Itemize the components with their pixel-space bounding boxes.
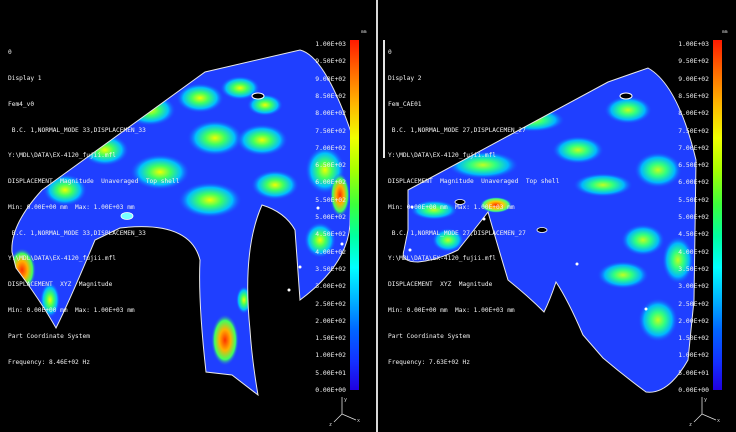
legend-label: 8.50E+02 <box>678 91 709 100</box>
legend-label: 7.00E+02 <box>678 143 709 152</box>
legend-label: 3.50E+02 <box>678 264 709 273</box>
info-line: Frequency: 8.46E+02 Hz <box>8 358 90 366</box>
legend-label: 1.00E+03 <box>678 40 709 48</box>
legend-label: 8.00E+02 <box>315 109 346 118</box>
legend-label: 1.00E+02 <box>315 351 346 360</box>
info-line: DISPLACEMENT XYZ Magnitude <box>388 281 493 289</box>
triad-x-label: x <box>357 418 360 424</box>
info-line: Min: 0.00E+00 mm Max: 1.00E+03 mm <box>388 203 515 211</box>
info-line: Y:\MDL\DATA\EX-4120_fujii.mfl <box>8 152 117 160</box>
legend-label: 2.50E+02 <box>315 299 346 308</box>
legend-label: 3.50E+02 <box>315 264 346 273</box>
info-panel-2: 0 Display 2 Fem_CAE01 B.C. 1,NORMAL_MODE… <box>388 32 559 384</box>
legend-label: 3.00E+02 <box>678 282 709 291</box>
triad-x-label: x <box>717 418 720 424</box>
legend-label: 8.50E+02 <box>315 91 346 100</box>
legend-unit: mm <box>361 30 367 35</box>
info-line: B.C. 1,NORMAL_MODE 33,DISPLACEMEN_33 <box>8 126 146 134</box>
legend-label: 5.00E+02 <box>315 213 346 221</box>
legend-label: 9.50E+02 <box>315 57 346 66</box>
legend-label: 9.50E+02 <box>678 57 709 66</box>
info-line: Min: 0.00E+00 mm Max: 1.00E+03 mm <box>8 307 135 314</box>
legend-label: 6.00E+02 <box>678 178 709 187</box>
info-line: Display 1 <box>8 74 42 82</box>
fem-model-1[interactable] <box>0 0 376 432</box>
info-line: Fem_CAE01 <box>388 100 422 108</box>
legend-label: 7.50E+02 <box>315 126 346 135</box>
legend-label: 4.50E+02 <box>678 230 709 239</box>
color-legend-bar <box>713 40 722 390</box>
coordinate-triad-icon: y x z <box>689 397 720 428</box>
info-line: Frequency: 7.63E+02 Hz <box>388 358 470 366</box>
legend-label: 2.00E+02 <box>678 316 709 325</box>
info-line: Min: 0.00E+00 mm Max: 1.00E+03 mm <box>388 307 515 314</box>
legend-label: 1.50E+02 <box>678 334 709 343</box>
legend-label: 8.00E+02 <box>678 109 709 118</box>
legend-label: 7.00E+02 <box>315 143 346 152</box>
legend-label: 0.00E+00 <box>678 386 709 394</box>
triad-z-label: z <box>689 422 692 428</box>
color-legend-bar <box>350 40 359 390</box>
info-line: Min: 0.00E+00 mm Max: 1.00E+03 mm <box>8 203 135 211</box>
legend-unit: mm <box>722 30 728 35</box>
legend-label: 1.00E+03 <box>315 40 346 48</box>
legend-label: 9.00E+02 <box>678 74 709 83</box>
info-line: Y:\MDL\DATA\EX-4120_fujii.mfl <box>388 152 497 160</box>
viewport-divider[interactable] <box>376 0 378 432</box>
legend-label: 4.00E+02 <box>678 247 709 256</box>
legend-label: 6.50E+02 <box>315 161 346 170</box>
legend-label: 7.50E+02 <box>678 126 709 135</box>
legend-label: 6.00E+02 <box>315 178 346 187</box>
legend-label: 4.50E+02 <box>315 230 346 239</box>
viewport-2[interactable]: 0 Display 2 Fem_CAE01 B.C. 1,NORMAL_MODE… <box>378 0 736 432</box>
info-line: B.C. 1,NORMAL_MODE 33,DISPLACEMEN_33 <box>8 229 146 237</box>
legend-label: 1.50E+02 <box>315 334 346 343</box>
coordinate-triad-icon: y x z <box>329 397 360 428</box>
info-line: DISPLACEMENT XYZ Magnitude <box>8 281 113 289</box>
info-line: Part Coordinate System <box>8 332 90 340</box>
fem-model-2[interactable] <box>378 0 736 432</box>
legend-label: 0.00E+00 <box>315 386 346 394</box>
legend-label: 1.00E+02 <box>678 351 709 360</box>
triad-z-label: z <box>329 422 332 428</box>
legend-label: 4.00E+02 <box>315 247 346 256</box>
legend-label: 9.00E+02 <box>315 74 346 83</box>
legend-label: 5.00E+01 <box>678 368 709 377</box>
triad-y-label: y <box>344 397 347 403</box>
info-line: DISPLACEMENT Magnitude Unaveraged Top sh… <box>8 178 180 186</box>
info-line: B.C. 1,NORMAL_MODE 27,DISPLACEMEN_27 <box>388 126 526 134</box>
legend-label: 5.00E+01 <box>315 368 346 377</box>
info-line: Y:\MDL\DATA\EX-4120_fujii.mfl <box>388 255 497 263</box>
legend-label: 5.50E+02 <box>678 195 709 204</box>
legend-label: 3.00E+02 <box>315 282 346 291</box>
info-line: Part Coordinate System <box>388 332 470 340</box>
info-line: DISPLACEMENT Magnitude Unaveraged Top sh… <box>388 178 560 186</box>
info-panel-1: 0 Display 1 Fem4_v0 B.C. 1,NORMAL_MODE 3… <box>8 32 179 384</box>
viewport-1[interactable]: 0 Display 1 Fem4_v0 B.C. 1,NORMAL_MODE 3… <box>0 0 376 432</box>
legend-label: 2.00E+02 <box>315 316 346 325</box>
info-line: B.C. 1,NORMAL_MODE 27,DISPLACEMEN_27 <box>388 229 526 237</box>
legend-label: 5.00E+02 <box>678 213 709 221</box>
triad-y-label: y <box>704 397 707 403</box>
legend-label: 6.50E+02 <box>678 161 709 170</box>
info-line: Y:\MDL\DATA\EX-4120_fujii.mfl <box>8 255 117 263</box>
legend-label: 2.50E+02 <box>678 299 709 308</box>
info-line: Fem4_v0 <box>8 100 35 108</box>
view-index-label: 0 <box>8 49 12 57</box>
active-view-indicator <box>383 40 385 158</box>
legend-label: 5.50E+02 <box>315 195 346 204</box>
view-index-label: 0 <box>388 49 392 57</box>
info-line: Display 2 <box>388 74 422 82</box>
